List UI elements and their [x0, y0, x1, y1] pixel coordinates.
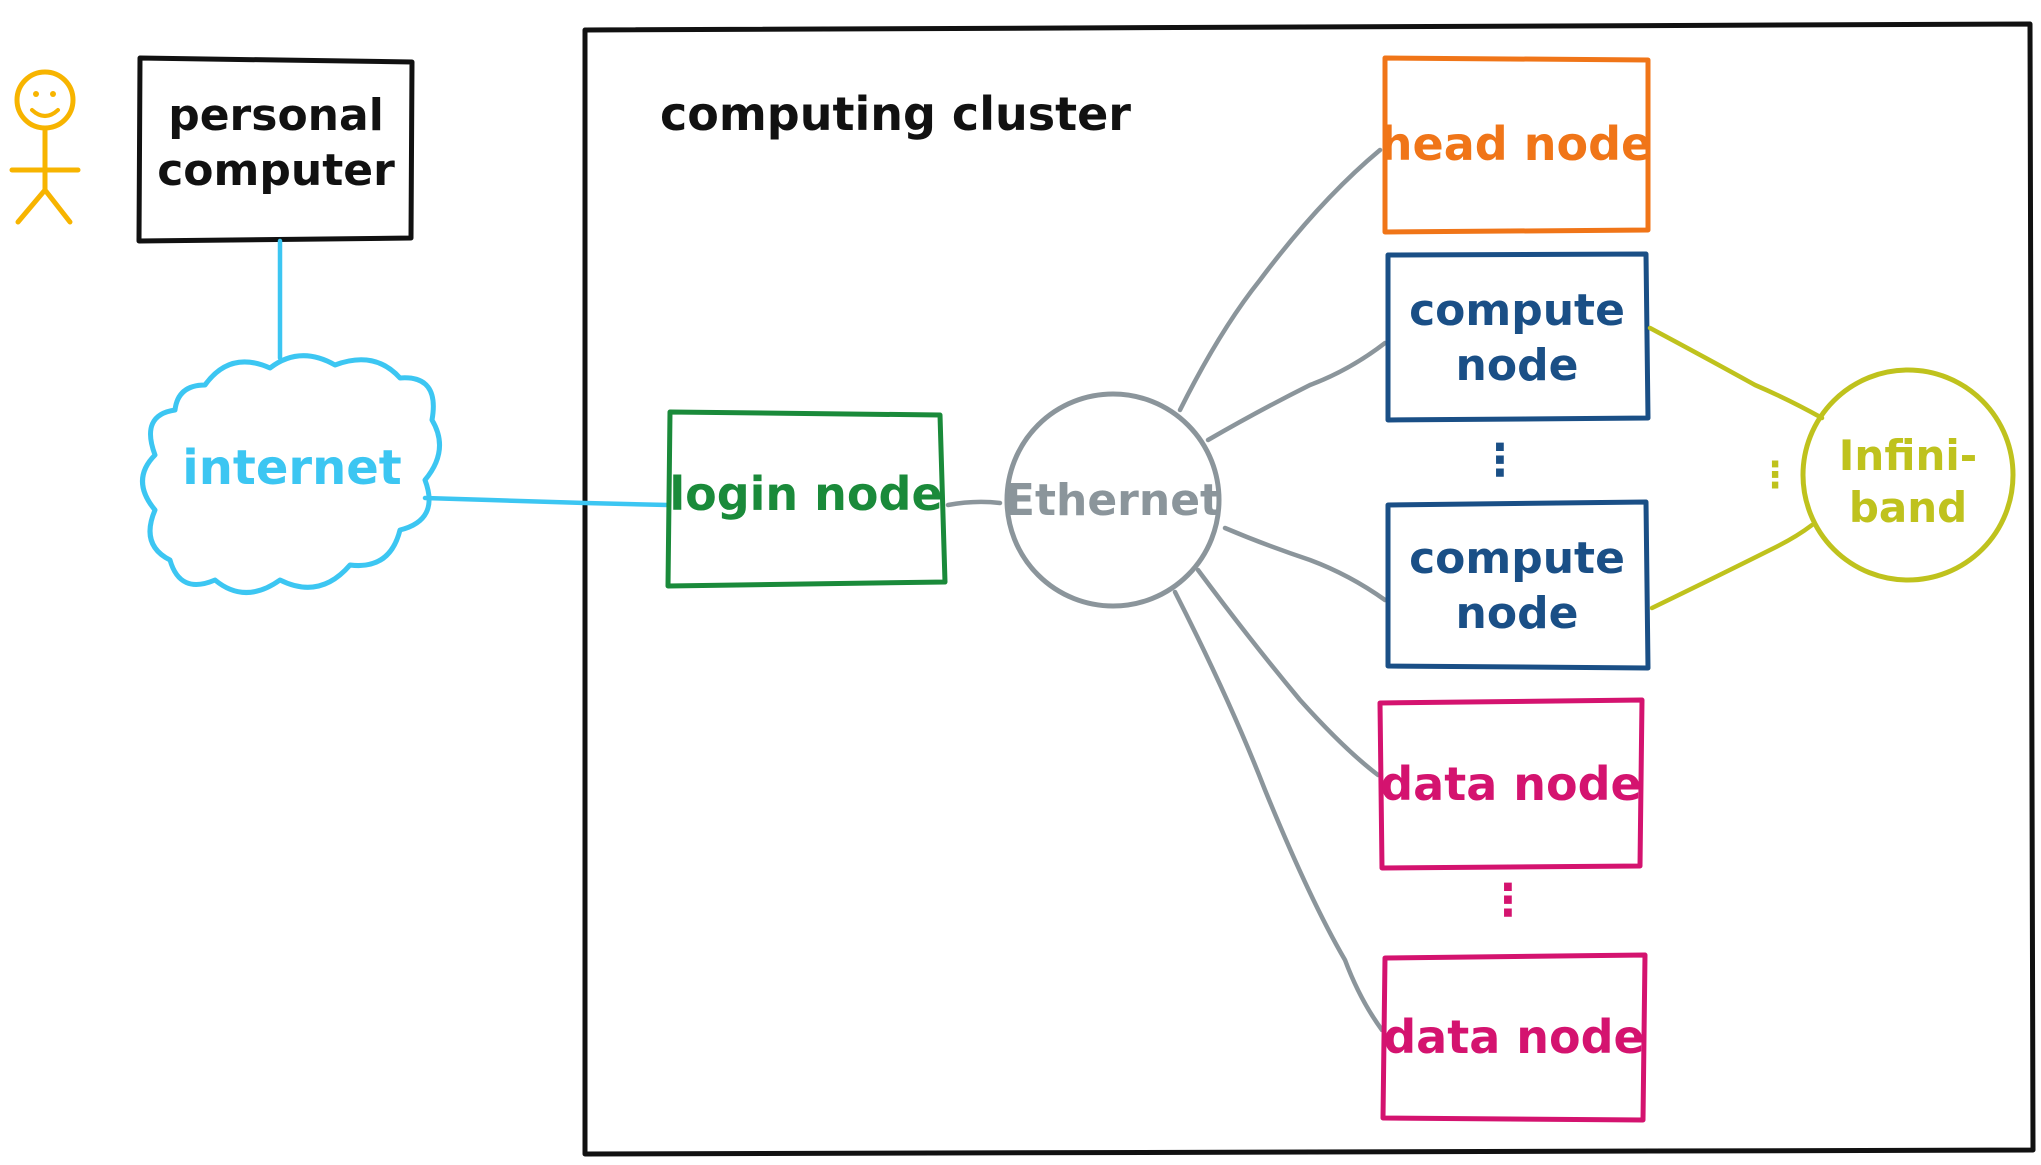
infiniband-switch: Infini- band: [1800, 367, 2016, 583]
data-node-label: data node: [1380, 757, 1642, 811]
compute-node-label-line2: node: [1456, 588, 1579, 639]
person-icon: [9, 69, 81, 225]
cluster-label: computing cluster: [660, 87, 1131, 141]
ethernet-switch: Ethernet: [1004, 391, 1222, 609]
infiniband-label-line2: band: [1849, 483, 1967, 532]
personal-computer-box: personal computer: [136, 55, 415, 244]
infiniband-ellipsis: ⋮: [1757, 455, 1793, 496]
login-node-label: login node: [669, 467, 942, 521]
login-node-box: login node: [665, 409, 948, 589]
head-node-box: head node: [1380, 55, 1652, 235]
compute-node-label-line1: compute: [1409, 533, 1625, 584]
compute-node-label-line2: node: [1456, 340, 1579, 391]
ethernet-head-link: [1177, 147, 1383, 413]
compute-node-box: compute node: [1385, 251, 1651, 423]
internet-login-link: [422, 495, 671, 508]
infiniband-label-line1: Infini-: [1839, 431, 1977, 480]
computing-cluster-frame: computing cluster: [582, 21, 2036, 1157]
compute-node-label-line1: compute: [1409, 285, 1625, 336]
ethernet-data2-link: [1172, 589, 1385, 1033]
compute-ellipsis: ⋮: [1478, 435, 1522, 486]
personal-computer-label-line1: personal: [168, 90, 384, 141]
cloud-icon: [140, 353, 443, 595]
data-node-box: data node: [1380, 952, 1648, 1123]
ethernet-links: [1172, 147, 1388, 1033]
compute-node-box: compute node: [1385, 499, 1651, 671]
ethernet-compute2-link: [1222, 525, 1388, 603]
personal-computer-label-line2: computer: [157, 145, 395, 196]
data-node-label: data node: [1383, 1010, 1645, 1064]
ethernet-data1-link: [1195, 567, 1381, 778]
ethernet-label: Ethernet: [1005, 475, 1221, 526]
compute2-infiniband-link: [1649, 522, 1815, 611]
data-node-box: data node: [1377, 697, 1645, 871]
infiniband-links: [1647, 325, 1825, 611]
internet-cloud: internet: [140, 353, 443, 595]
head-node-label: head node: [1380, 117, 1652, 171]
login-ethernet-link: [945, 499, 1003, 508]
data-ellipsis: ⋮: [1486, 875, 1530, 926]
internet-label: internet: [182, 440, 401, 496]
compute1-infiniband-link: [1647, 325, 1825, 421]
ethernet-compute1-link: [1205, 340, 1388, 443]
